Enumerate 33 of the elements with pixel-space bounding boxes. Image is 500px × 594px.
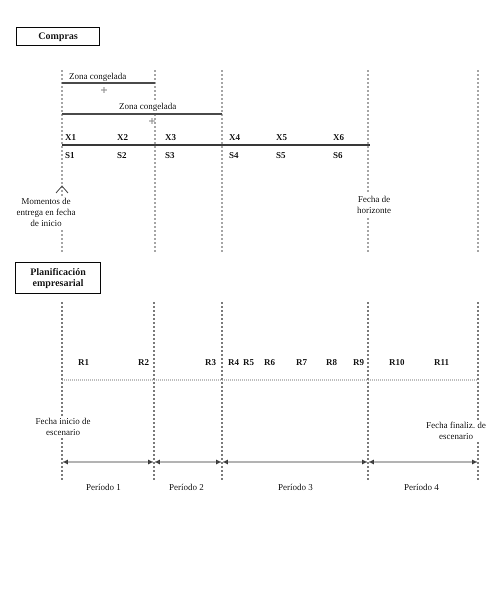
section-box bbox=[15, 262, 101, 294]
bucket-label: R9 bbox=[352, 357, 365, 368]
zone-label: Zona congelada bbox=[68, 71, 128, 82]
period-label: Período 2 bbox=[168, 482, 205, 493]
section-box bbox=[16, 27, 100, 46]
bucket-label: X6 bbox=[332, 132, 345, 143]
bucket-label: R7 bbox=[295, 357, 308, 368]
bucket-label: X1 bbox=[64, 132, 77, 143]
period-label: Período 3 bbox=[277, 482, 314, 493]
bucket-label: S1 bbox=[64, 150, 76, 161]
bucket-label: X3 bbox=[164, 132, 177, 143]
bucket-label: R6 bbox=[263, 357, 276, 368]
bucket-label: R2 bbox=[137, 357, 150, 368]
bucket-label: X2 bbox=[116, 132, 129, 143]
period-label: Período 1 bbox=[85, 482, 122, 493]
bucket-label: R11 bbox=[433, 357, 450, 368]
bucket-label: X5 bbox=[275, 132, 288, 143]
bucket-label: S6 bbox=[332, 150, 344, 161]
bucket-label: R8 bbox=[325, 357, 338, 368]
section-title: Compras bbox=[38, 30, 78, 42]
section-title: Planificación empresarial bbox=[29, 266, 87, 290]
bucket-label: R10 bbox=[388, 357, 406, 368]
bucket-label: R1 bbox=[77, 357, 90, 368]
bucket-label: S2 bbox=[116, 150, 128, 161]
bucket-label: S3 bbox=[164, 150, 176, 161]
period-label: Período 4 bbox=[403, 482, 440, 493]
bucket-label: R4 bbox=[227, 357, 240, 368]
bucket-label: R5 bbox=[242, 357, 255, 368]
zone-label: Zona congelada bbox=[118, 101, 178, 112]
bucket-label: S5 bbox=[275, 150, 287, 161]
bucket-label: S4 bbox=[228, 150, 240, 161]
bucket-label: R3 bbox=[204, 357, 217, 368]
bucket-label: X4 bbox=[228, 132, 241, 143]
